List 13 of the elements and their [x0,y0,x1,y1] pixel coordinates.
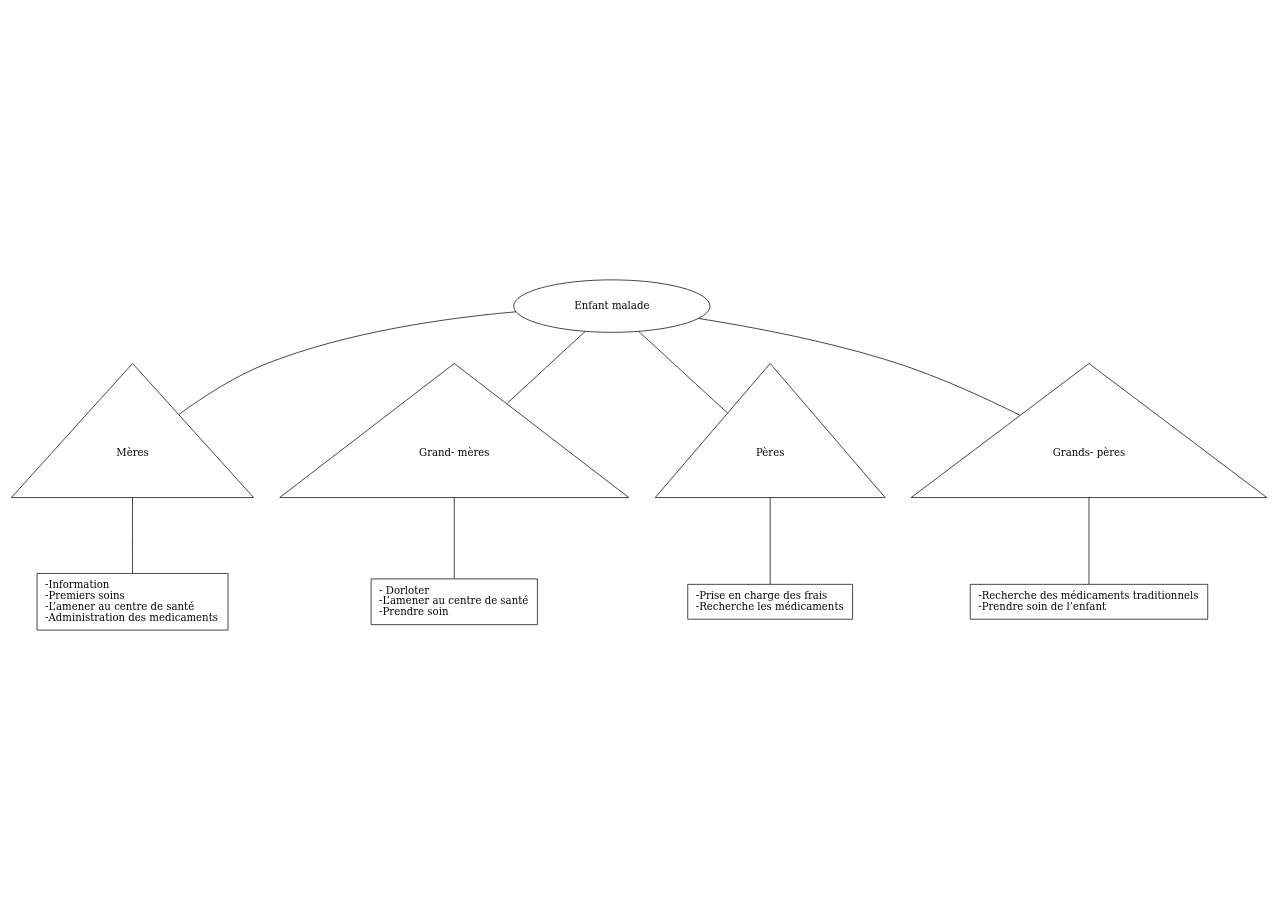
connector [132,496,133,574]
connector [638,330,728,413]
node-box: -Information -Premiers soins -L’amener au centre de santé -Administration des medicaments [36,572,229,630]
connector [1088,496,1090,585]
connector [698,317,1021,416]
node-box: - Dorloter -L’amener au centre de santé -Prendre soin [370,578,538,625]
connector [453,496,455,579]
node-ellipse: Enfant malade [513,279,711,333]
node-box: -Recherche des médicaments traditionnels -Prendre soin de l’enfant [969,583,1209,620]
connector [769,496,771,585]
node-box: -Prise en charge des frais -Recherche les médicaments [687,583,853,620]
connector [506,330,586,404]
connector [178,310,517,415]
